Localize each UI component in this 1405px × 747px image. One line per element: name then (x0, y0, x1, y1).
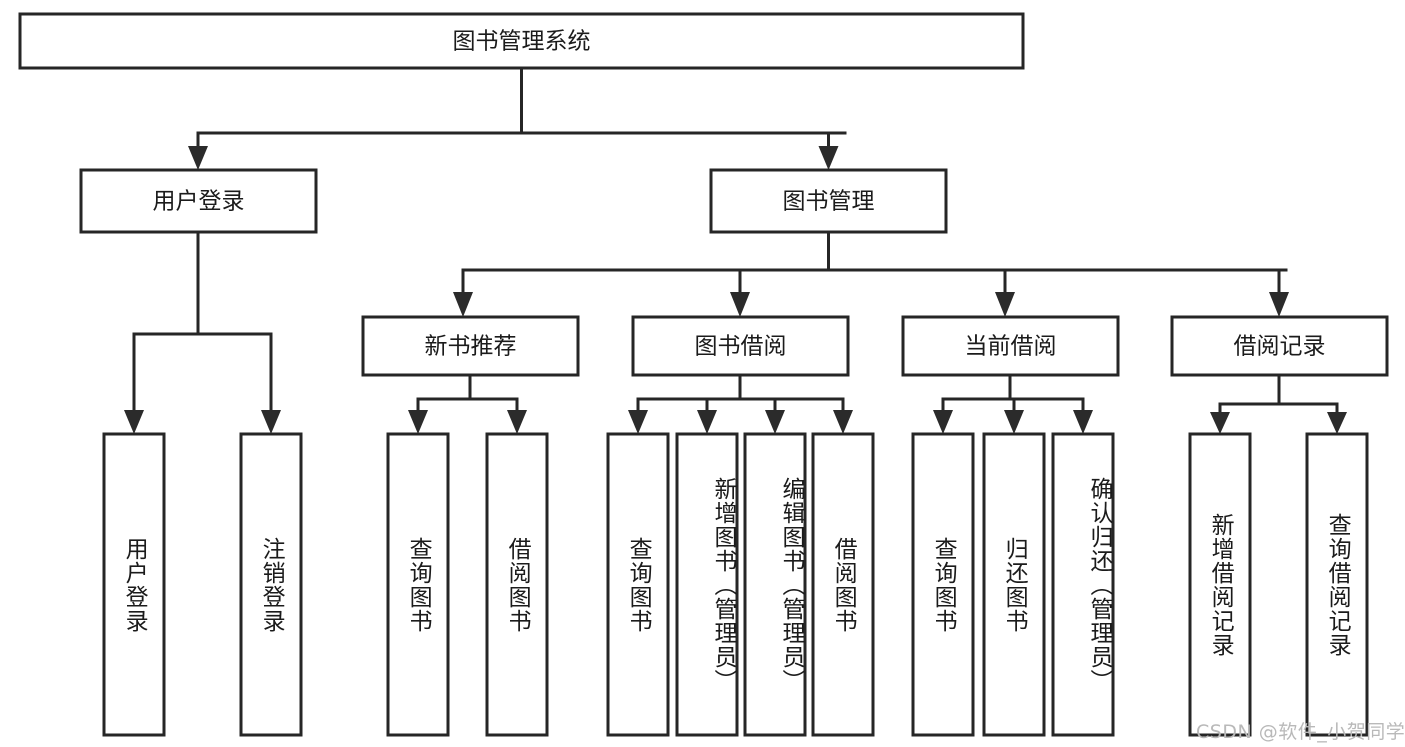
arrow-head-icon (730, 292, 750, 317)
node-leaf-return-book-box[interactable] (982, 432, 1046, 737)
node-book-borrow[interactable]: 图书借阅 (631, 315, 850, 377)
csdn-watermark: CSDN @软件_小贺同学 (1196, 721, 1405, 743)
leaf-box-group (102, 432, 1369, 737)
node-leaf-edit-book-box[interactable] (743, 432, 807, 737)
node-leaf-borrow-book-recommend-box[interactable] (485, 432, 549, 737)
node-book-borrow-label: 图书借阅 (695, 334, 787, 360)
node-borrow-record-box[interactable] (1170, 315, 1389, 377)
arrow-head-icon (1269, 292, 1289, 317)
arrowhead-group (124, 146, 1347, 434)
arrow-head-icon (188, 146, 208, 170)
node-new-book-recommend-label: 新书推荐 (425, 334, 517, 360)
arrow-head-icon (833, 410, 853, 434)
node-leaf-query-borrow-record-box[interactable] (1305, 432, 1369, 737)
node-leaf-query-book-borrow-box[interactable] (606, 432, 670, 737)
arrow-head-icon (933, 410, 953, 434)
node-book-manage[interactable]: 图书管理 (709, 168, 948, 234)
arrow-head-icon (995, 292, 1015, 317)
node-current-borrow-box[interactable] (901, 315, 1120, 377)
node-book-manage-label: 图书管理 (783, 189, 875, 215)
node-leaf-confirm-return-box[interactable] (1051, 432, 1115, 737)
arrow-head-icon (1004, 410, 1024, 434)
node-leaf-query-book-current-box[interactable] (911, 432, 975, 737)
node-user-login-box[interactable] (79, 168, 318, 234)
node-root-label: 图书管理系统 (453, 29, 591, 55)
arrow-head-icon (453, 292, 473, 317)
connector-group (132, 66, 1339, 414)
node-root-box[interactable] (18, 12, 1025, 70)
arrow-head-icon (124, 410, 144, 434)
node-borrow-record-label: 借阅记录 (1234, 334, 1326, 360)
arrow-head-icon (628, 410, 648, 434)
node-current-borrow[interactable]: 当前借阅 (901, 315, 1120, 377)
node-leaf-add-book-box[interactable] (675, 432, 739, 737)
arrow-head-icon (261, 410, 281, 434)
node-user-login-label: 用户登录 (153, 189, 245, 215)
arrow-head-icon (1327, 412, 1347, 434)
arrow-head-icon (1210, 412, 1230, 434)
arrow-head-icon (818, 146, 839, 170)
node-new-book-recommend[interactable]: 新书推荐 (361, 315, 580, 377)
arrow-head-icon (765, 410, 785, 434)
arrow-head-icon (697, 410, 717, 434)
node-root[interactable]: 图书管理系统 (18, 12, 1025, 70)
node-book-manage-box[interactable] (709, 168, 948, 234)
node-leaf-query-book-recommend-box[interactable] (386, 432, 450, 737)
node-leaf-user-login-box[interactable] (102, 432, 166, 737)
node-user-login[interactable]: 用户登录 (79, 168, 318, 234)
arrow-head-icon (507, 410, 527, 434)
node-book-borrow-box[interactable] (631, 315, 850, 377)
node-borrow-record[interactable]: 借阅记录 (1170, 315, 1389, 377)
node-new-book-recommend-box[interactable] (361, 315, 580, 377)
node-current-borrow-label: 当前借阅 (965, 334, 1057, 360)
arrow-head-icon (408, 410, 428, 434)
node-leaf-logout-box[interactable] (239, 432, 303, 737)
node-leaf-borrow-book-box[interactable] (811, 432, 875, 737)
arrow-head-icon (1073, 410, 1093, 434)
node-leaf-add-borrow-record-box[interactable] (1188, 432, 1252, 737)
